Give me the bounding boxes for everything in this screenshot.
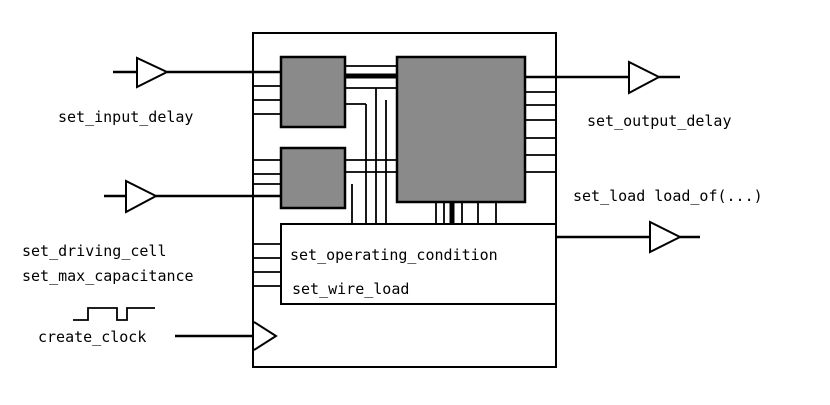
label-set-input-delay: set_input_delay [58,108,193,126]
environment-box-stubs [254,243,281,287]
block-bottom-left-inputs [254,159,281,185]
clock-waveform-icon [73,307,155,321]
output-buffer-bottom [556,220,700,254]
block-top-left-inputs [254,85,281,115]
logic-block-top-left [279,55,347,129]
label-create-clock: create_clock [38,328,146,346]
label-set-wire-load: set_wire_load [292,280,409,298]
logic-block-main [395,55,527,204]
label-set-load: set_load load_of(...) [573,187,763,205]
output-buffer-top [525,60,680,95]
main-block-outputs [525,91,556,173]
input-buffer-bottom [104,179,281,214]
environment-box [280,223,557,305]
label-set-operating-condition: set_operating_condition [290,246,498,264]
label-set-output-delay: set_output_delay [587,112,732,130]
input-buffer-top [113,56,281,89]
clock-pin-icon [253,321,278,351]
logic-block-bottom-left [279,146,347,210]
label-set-max-capacitance: set_max_capacitance [22,267,194,285]
internal-bus [345,65,397,224]
label-set-driving-cell: set_driving_cell [22,242,167,260]
design-boundary [252,32,557,368]
main-block-bottom-wires [435,202,497,224]
